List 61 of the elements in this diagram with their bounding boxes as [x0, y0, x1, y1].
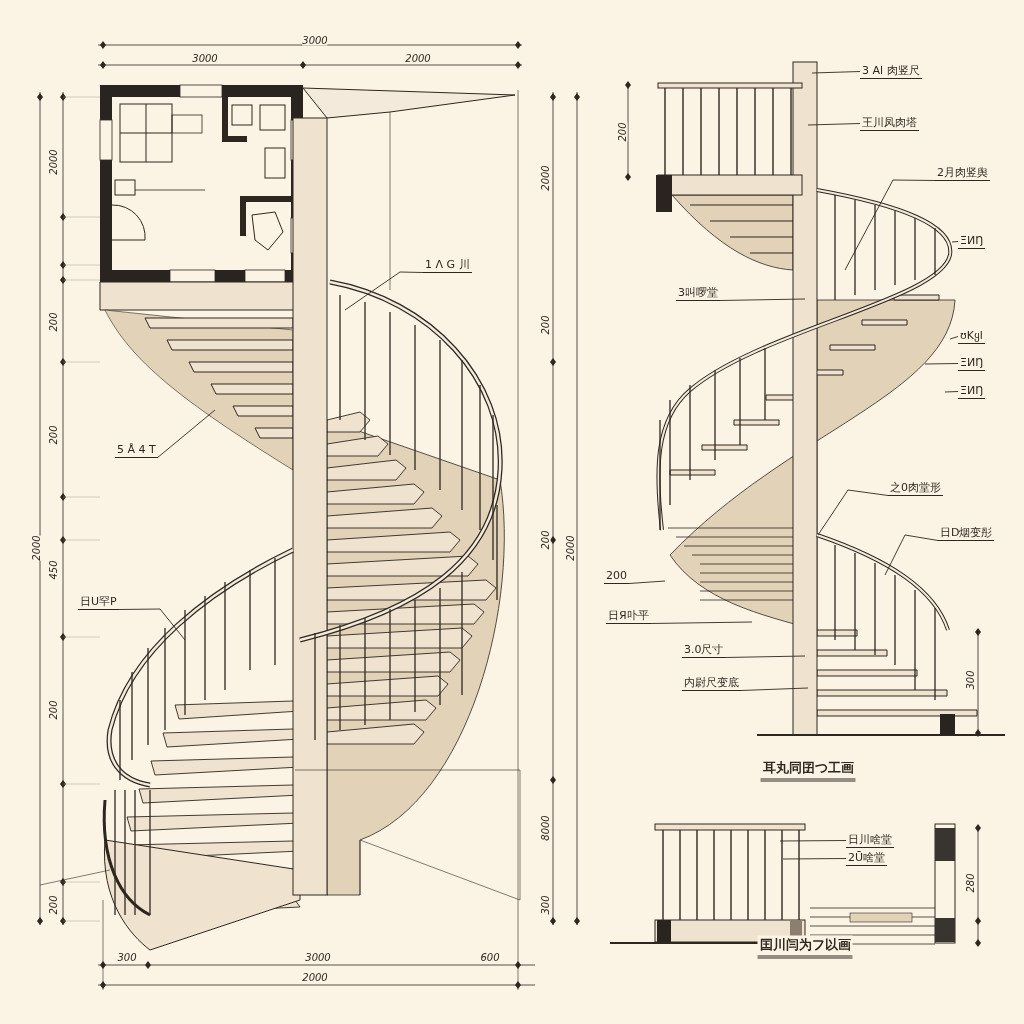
- dimension-label: 200: [539, 530, 551, 550]
- leader-line: [740, 687, 809, 691]
- dimension-label: 200: [616, 122, 628, 142]
- leader-line: [811, 71, 861, 74]
- leader-line: [344, 271, 424, 311]
- callout-label: 3.0尺寸: [682, 643, 726, 658]
- leader-line: [628, 580, 666, 584]
- leader-line: [118, 608, 186, 641]
- callout-label: 王川凤肉塔: [860, 116, 919, 131]
- dimension-label: 2000: [302, 971, 328, 983]
- leader-line: [650, 621, 753, 624]
- leader-line: [157, 409, 216, 458]
- leader-line: [951, 241, 959, 243]
- leader-line: [779, 840, 847, 842]
- callout-label: ΞИŊ: [958, 234, 986, 249]
- leader-line: [817, 489, 889, 536]
- dimension-label: 8000: [539, 815, 551, 841]
- leader-line: [924, 363, 959, 365]
- dimension-label: 200: [47, 700, 59, 720]
- dimension-label: 200: [47, 312, 59, 332]
- leader-line: [719, 298, 806, 301]
- leader-line: [944, 391, 959, 393]
- dimension-label: 450: [47, 560, 59, 580]
- callout-label: 3叫啰堂: [676, 286, 720, 301]
- dimension-label: 200: [47, 895, 59, 915]
- callout-label: ΞИŊ: [958, 384, 986, 399]
- callout-label: 日川啥堂: [846, 833, 894, 848]
- dimension-label: 2000: [564, 535, 576, 561]
- callout-label: 5 Å 4 T: [115, 443, 158, 458]
- callout-label: ʊKყl: [958, 329, 985, 344]
- dimension-label: 300: [539, 895, 551, 915]
- dimension-label: 300: [964, 670, 976, 690]
- callout-label: 日Я卟平: [606, 609, 651, 624]
- dimension-label: 3000: [302, 34, 328, 46]
- dimension-label: 3000: [192, 52, 218, 64]
- callout-label: 日U罕P: [78, 595, 119, 610]
- dimension-label: 280: [964, 873, 976, 893]
- callout-label: 之0肉堂形: [888, 481, 943, 496]
- dimension-label: 3000: [305, 951, 331, 963]
- dimension-label: 600: [480, 951, 500, 963]
- callout-label: 1 Λ G 川: [423, 258, 472, 273]
- callout-label: ΞИŊ: [958, 356, 986, 371]
- leader-line: [884, 534, 939, 576]
- leader-line: [949, 336, 959, 340]
- dimension-label: 2000: [30, 535, 42, 561]
- callout-label: 200: [604, 569, 629, 584]
- leader-line: [844, 179, 936, 271]
- leader-line: [725, 655, 806, 658]
- dimension-label: 2000: [539, 165, 551, 191]
- callout-label: 3 Al 肉竖尺: [860, 64, 922, 79]
- leader-line: [782, 858, 847, 860]
- leader-line: [807, 123, 861, 126]
- callout-label: 日D烟变彤: [938, 526, 995, 541]
- dimension-label: 2000: [47, 149, 59, 175]
- callout-label: 2Ū啥堂: [846, 851, 888, 866]
- callout-label: 2月肉竖舆: [935, 166, 990, 181]
- dimension-label: 200: [539, 315, 551, 335]
- dimension-label: 200: [47, 425, 59, 445]
- dimension-label: 300: [117, 951, 137, 963]
- dimension-label: 2000: [405, 52, 431, 64]
- callout-label: 内尉尺变底: [682, 676, 741, 691]
